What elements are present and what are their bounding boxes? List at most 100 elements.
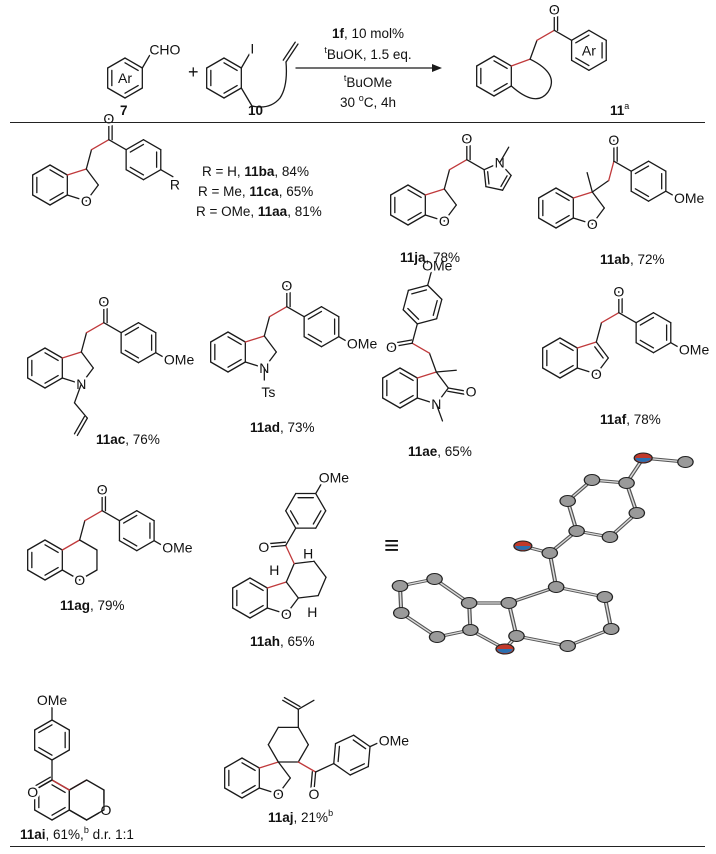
bond — [227, 361, 246, 373]
bond — [223, 84, 238, 94]
new-bond — [448, 159, 468, 171]
bond — [416, 318, 438, 325]
bond — [352, 734, 371, 748]
bond — [307, 333, 323, 343]
bond — [493, 55, 512, 67]
atom-label-i: I — [250, 40, 254, 56]
condition-catalyst: 1f, 10 mol% — [300, 26, 436, 42]
bond — [244, 361, 265, 369]
atom-label-o: O — [101, 802, 112, 818]
compound-label-11ag: 11ag, 79% — [60, 598, 125, 614]
bond — [416, 397, 437, 405]
new-bond — [576, 341, 597, 349]
bond — [407, 189, 422, 199]
bond — [32, 164, 51, 176]
bond — [542, 337, 561, 349]
bond — [399, 397, 418, 409]
bond — [407, 284, 429, 292]
condition-base: tBuOK, 1.5 eq. — [300, 46, 436, 63]
xray-atom-shade — [635, 458, 651, 462]
xray-bond-highlight — [555, 586, 605, 598]
compound-id: 11ca — [249, 184, 279, 199]
bond — [427, 271, 432, 286]
bond — [120, 352, 140, 364]
r-group-text: R = H, — [202, 164, 245, 179]
bond — [559, 342, 574, 352]
compound-id: 11ja — [400, 250, 426, 265]
new-bond — [510, 58, 531, 67]
bond — [118, 510, 138, 522]
bond — [137, 352, 157, 364]
yield-text: , 84% — [274, 164, 309, 179]
bond — [553, 29, 573, 42]
tert-prefix: t — [343, 73, 347, 83]
footnote-mark: b — [328, 808, 334, 818]
atom-label-o: O — [461, 131, 472, 147]
atom-label-o: O — [258, 539, 269, 555]
bond — [223, 57, 242, 69]
bond — [652, 342, 672, 354]
atom-label-ome: OMe — [379, 733, 410, 749]
bond — [285, 492, 297, 512]
bond — [285, 510, 297, 529]
bond — [559, 337, 578, 349]
bond — [570, 59, 590, 72]
bond — [267, 744, 279, 763]
bond — [224, 787, 243, 799]
bond — [125, 169, 145, 181]
diastereomeric-ratio: d.r. 1:1 — [88, 827, 134, 842]
product-11-label: 11a — [610, 101, 630, 119]
r-group-text: R = Me, — [198, 184, 250, 199]
compound-label-11ai: 11ai, 61%,b d.r. 1:1 — [20, 826, 134, 843]
bond — [263, 335, 277, 353]
bond — [136, 540, 155, 552]
catalyst-loading: , 10 mol% — [343, 26, 405, 41]
bond — [382, 367, 401, 379]
atom-label-o: O — [281, 606, 292, 622]
bottom-divider — [10, 846, 705, 848]
xray-carbon-atom — [602, 623, 620, 635]
yield-text: , 65% — [280, 634, 315, 649]
bond — [493, 60, 508, 70]
bond — [483, 169, 487, 188]
compound-id: 11ad — [250, 420, 281, 435]
bond — [367, 745, 371, 768]
bond — [27, 377, 46, 389]
new-bond — [90, 139, 110, 151]
top-divider — [10, 122, 705, 124]
bond — [44, 377, 63, 389]
new-bond — [411, 342, 431, 354]
bond — [241, 784, 256, 794]
bond — [80, 367, 94, 385]
bond — [232, 607, 251, 619]
bond — [49, 164, 68, 176]
bond — [538, 187, 557, 199]
bond — [283, 696, 301, 708]
bond — [427, 284, 443, 301]
degree-mark: o — [358, 93, 364, 103]
bond — [333, 742, 337, 765]
bond — [129, 166, 145, 176]
compound-id: 11ag — [60, 598, 91, 613]
bond — [575, 34, 590, 44]
new-bond — [244, 335, 265, 343]
bond — [285, 597, 299, 615]
footnote-mark: a — [624, 101, 630, 111]
bond — [594, 346, 604, 359]
bond — [61, 569, 81, 581]
bond — [407, 184, 426, 196]
bond — [282, 699, 299, 711]
temperature-value: 30 — [339, 95, 359, 110]
bond — [51, 784, 66, 794]
bond — [309, 771, 314, 793]
atom-label-o: O — [608, 132, 619, 148]
xray-carbon-atom — [559, 495, 576, 507]
bond — [32, 776, 51, 788]
catalyst-id: 1f — [331, 26, 344, 41]
bond — [34, 719, 53, 731]
xray-carbon-atom — [618, 477, 635, 489]
bond — [443, 204, 457, 222]
bond — [129, 143, 145, 153]
bond — [101, 510, 121, 522]
bond — [320, 306, 340, 318]
